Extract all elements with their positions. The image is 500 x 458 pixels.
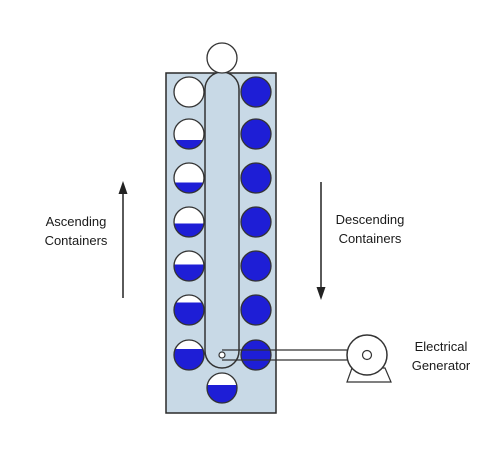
water-fill bbox=[241, 77, 271, 107]
water-fill bbox=[174, 302, 204, 325]
down-arrow-icon bbox=[316, 182, 326, 300]
top-container bbox=[206, 42, 238, 74]
ascending-container bbox=[173, 206, 205, 238]
generator-icon bbox=[346, 334, 392, 383]
water-fill bbox=[241, 163, 271, 193]
water-fill bbox=[174, 140, 204, 149]
ascending-container bbox=[173, 294, 205, 326]
descending-container bbox=[240, 76, 272, 108]
ascending-containers bbox=[173, 76, 205, 371]
ascending-container bbox=[173, 339, 205, 371]
water-fill bbox=[241, 119, 271, 149]
water-fill bbox=[241, 340, 271, 370]
water-fill bbox=[174, 223, 204, 237]
water-fill bbox=[174, 264, 204, 281]
descending-container bbox=[240, 250, 272, 282]
descending-container bbox=[240, 206, 272, 238]
descending-container bbox=[240, 162, 272, 194]
bottom-container bbox=[206, 372, 238, 404]
water-fill bbox=[241, 251, 271, 281]
generator-label-line1: Electrical bbox=[415, 339, 468, 354]
ascending-container bbox=[173, 118, 205, 150]
up-arrow-icon bbox=[118, 181, 128, 298]
top-container bbox=[206, 42, 238, 74]
water-fill bbox=[207, 385, 237, 403]
descending-label-line2: Containers bbox=[339, 231, 402, 246]
water-fill bbox=[174, 349, 204, 370]
descending-containers bbox=[240, 76, 272, 371]
drive-shaft bbox=[218, 349, 370, 361]
descending-container bbox=[240, 339, 272, 371]
descending-container bbox=[240, 294, 272, 326]
generator-label-line2: Generator bbox=[412, 358, 471, 373]
ascending-label-line2: Containers bbox=[45, 233, 108, 248]
water-fill bbox=[174, 182, 204, 193]
descending-label-line1: Descending bbox=[336, 212, 405, 227]
water-fill bbox=[241, 207, 271, 237]
ascending-container bbox=[173, 250, 205, 282]
ascending-container bbox=[173, 76, 205, 108]
water-fill bbox=[241, 295, 271, 325]
ascending-container bbox=[173, 162, 205, 194]
descending-container bbox=[240, 118, 272, 150]
ascending-label-line1: Ascending bbox=[46, 214, 107, 229]
bottom-container bbox=[206, 372, 238, 404]
conveyor-belt bbox=[204, 71, 240, 369]
